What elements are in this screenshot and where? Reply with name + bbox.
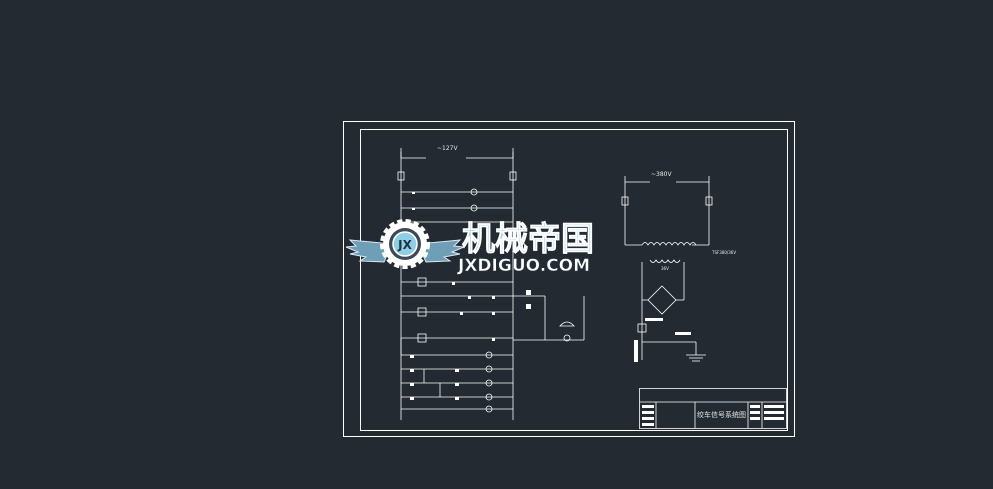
- watermark-title: 机械帝国: [462, 219, 594, 258]
- voltage-127-label: ~127V: [437, 145, 458, 152]
- transformer-label: TSF380/36V: [711, 250, 736, 255]
- badge-text: JX: [397, 238, 412, 252]
- left-circuit: [397, 148, 585, 420]
- secondary-voltage-label: 36V: [661, 266, 669, 271]
- watermark-url: JXDIGUO.COM: [457, 256, 590, 276]
- watermark-logo: JX 机械帝国 JXDIGUO.COM: [345, 219, 594, 276]
- right-markers: [634, 318, 691, 362]
- title-block-hatching: [642, 405, 784, 426]
- voltage-380-label: ~380V: [651, 171, 672, 178]
- right-circuit: [621, 176, 713, 362]
- contact-markers: [410, 192, 531, 400]
- outer-frame: [343, 121, 795, 437]
- title-block: [639, 388, 787, 429]
- inner-frame: [360, 129, 788, 431]
- drawing-title: 绞车信号系统图: [697, 410, 746, 419]
- drawing-sheet: [343, 121, 795, 437]
